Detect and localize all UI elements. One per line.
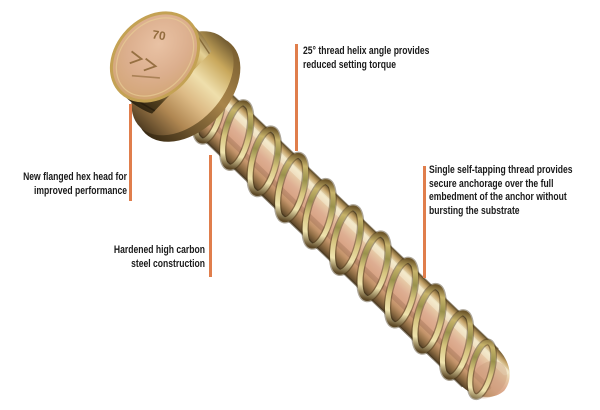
- head-stamp-marks: 70: [129, 27, 167, 79]
- callout-text-line: reduced setting torque: [303, 58, 396, 71]
- screw-body: 70: [109, 11, 510, 401]
- helix-angle-callout: 25° thread helix angle provides reduced …: [303, 45, 471, 72]
- callout-text-line: New flanged hex head for: [23, 171, 127, 183]
- callout-text-line: Hardened high carbon: [113, 244, 205, 256]
- thread-ridges: [191, 72, 498, 401]
- hex-head-top-face: 70: [109, 11, 201, 103]
- head-callout-line: [129, 104, 132, 201]
- callout-text-line: improved performance: [34, 184, 127, 197]
- callout-text-line: steel construction: [131, 257, 205, 270]
- callout-text-line: 25° thread helix angle provides: [303, 45, 430, 57]
- steel-callout: Hardened high carbon steel construction: [92, 244, 205, 271]
- callout-text-line: secure anchorage over the full: [429, 177, 554, 190]
- head-stamp-text: 70: [151, 27, 167, 43]
- callout-text-line: Single self-tapping thread provides: [429, 164, 573, 176]
- self-tapping-callout: Single self-tapping thread provides secu…: [429, 164, 597, 218]
- steel-callout-line: [209, 155, 212, 277]
- callout-text-line: bursting the substrate: [429, 204, 520, 217]
- callout-text-line: embedment of the anchor without: [429, 191, 567, 203]
- helix-callout-line: [295, 44, 298, 151]
- thread-callout-line: [423, 166, 426, 278]
- hex-head-callout: New flanged hex head for improved perfor…: [14, 171, 127, 198]
